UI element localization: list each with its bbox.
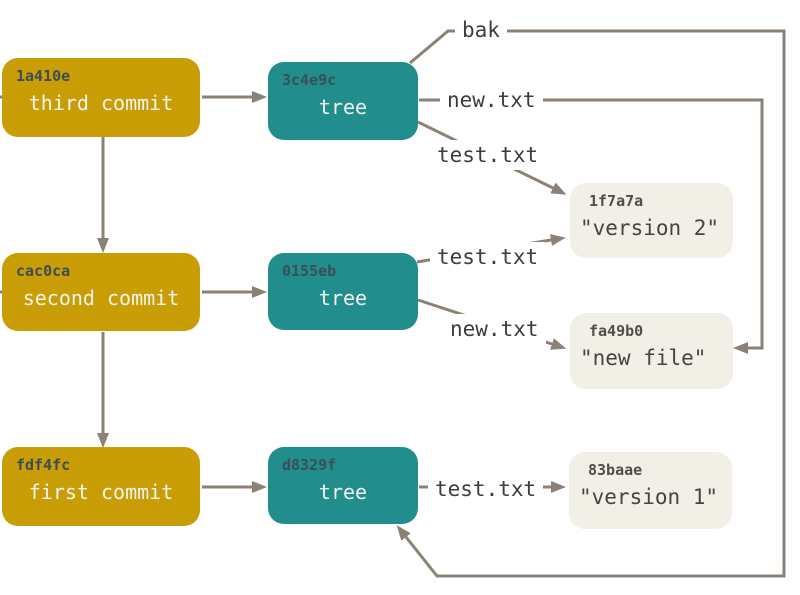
tree-node-0155eb: 0155eb tree (268, 253, 418, 330)
tree-node-3c4e9c: 3c4e9c tree (268, 62, 418, 140)
edge-bak-to-tree3 (396, 29, 786, 578)
edge-label-newtxt-top: new.txt (440, 85, 543, 115)
edge-newtxt-to-blob-newfile-around (419, 98, 764, 354)
edge-label-testtxt-middle: test.txt (430, 242, 546, 272)
commit-node-first: fdf4fc first commit (2, 447, 200, 526)
edge-label-bak: bak (455, 15, 507, 45)
tree-label: tree (318, 480, 368, 504)
blob-content: "version 2" (580, 216, 720, 240)
blob-node-version2: 1f7a7a "version 2" (570, 183, 733, 258)
blob-hash: 83baae (588, 461, 643, 479)
tree-hash: 0155eb (282, 262, 337, 280)
edge-label-testtxt-top: test.txt (430, 140, 546, 170)
tree-node-d8329f: d8329f tree (268, 447, 418, 524)
blob-hash: fa49b0 (589, 322, 644, 340)
tree-hash: 3c4e9c (282, 71, 337, 89)
tree-hash: d8329f (282, 456, 337, 474)
edge-label-newtxt-middle: new.txt (443, 314, 546, 344)
commit-message: second commit (22, 286, 180, 310)
commit-hash: 1a410e (16, 67, 71, 85)
commit-message: first commit (28, 480, 174, 504)
commit-node-third: 1a410e third commit (2, 58, 200, 137)
commit-hash: cac0ca (16, 262, 71, 280)
blob-content: "version 1" (579, 485, 719, 509)
blob-content: "new file" (580, 346, 707, 370)
blob-node-newfile: fa49b0 "new file" (570, 313, 733, 389)
edge-label-testtxt-bottom: test.txt (428, 474, 544, 504)
blob-hash: 1f7a7a (589, 192, 644, 210)
tree-label: tree (318, 95, 368, 119)
commit-node-second: cac0ca second commit (2, 253, 200, 331)
commit-message: third commit (28, 91, 174, 115)
commit-hash: fdf4fc (16, 456, 71, 474)
tree-label: tree (318, 286, 368, 310)
blob-node-version1: 83baae "version 1" (569, 452, 732, 529)
